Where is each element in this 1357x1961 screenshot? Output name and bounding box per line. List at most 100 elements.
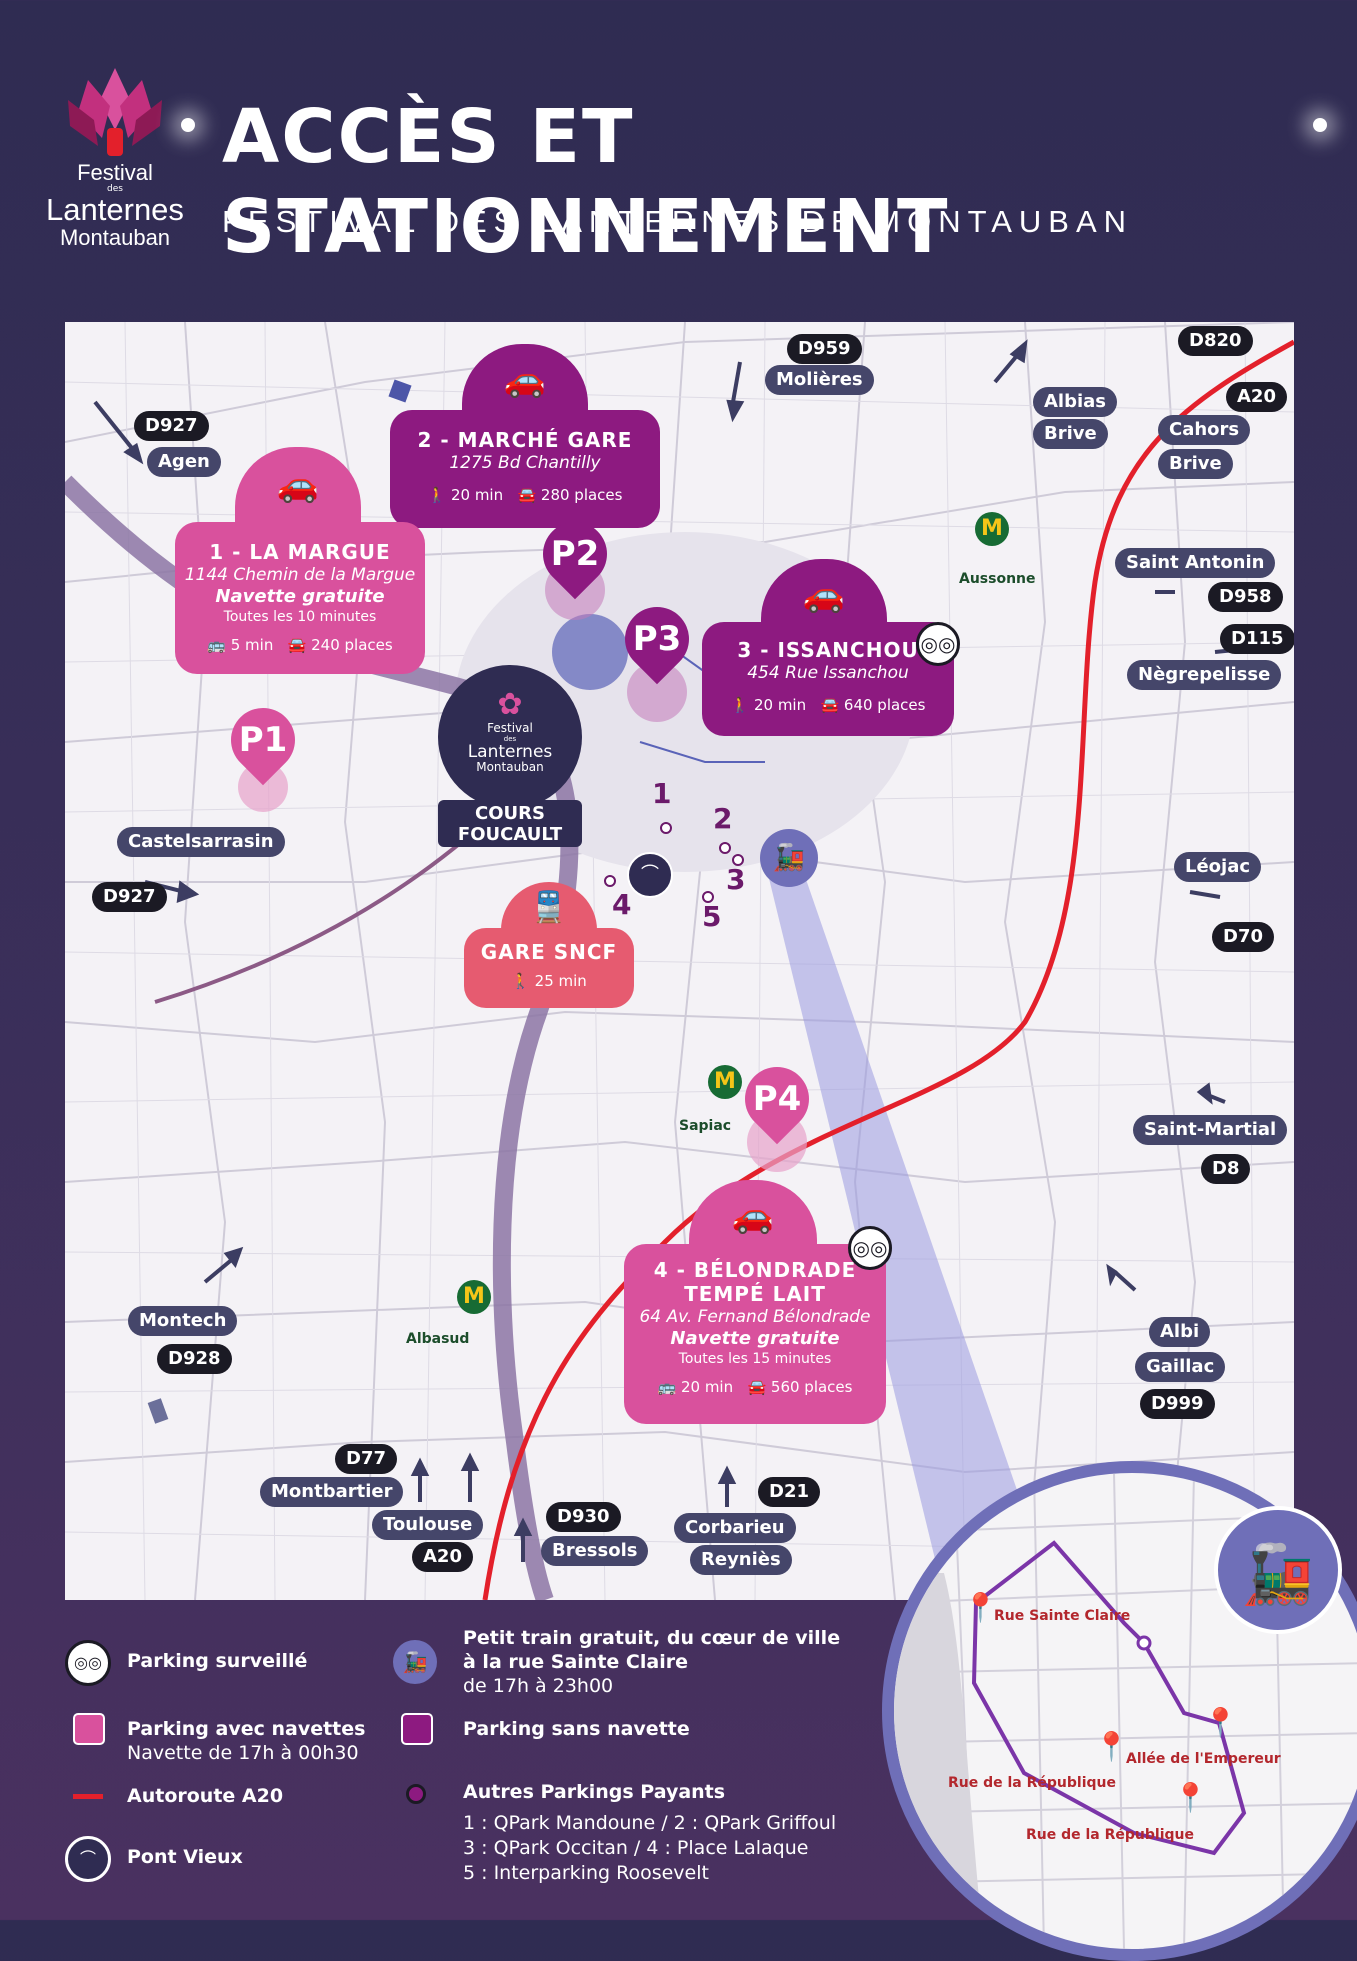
petit-train-icon[interactable]: 🚂 bbox=[760, 829, 818, 887]
parking-4-pin[interactable]: P4 bbox=[731, 1053, 823, 1145]
map-pin-icon: 📍 bbox=[1203, 1706, 1238, 1739]
pont-vieux-bridge-icon: ⌒ bbox=[627, 852, 673, 898]
star-glow bbox=[1313, 118, 1327, 132]
walk-icon: 🚶 bbox=[511, 972, 530, 990]
mcdonalds-icon: M bbox=[457, 1280, 491, 1314]
road-label-a20-south: A20 bbox=[412, 1542, 473, 1572]
road-label-cahors: Cahors bbox=[1158, 415, 1251, 445]
car-icon: 🚘 bbox=[287, 636, 307, 654]
map-pin-icon: 📍 bbox=[1173, 1781, 1208, 1814]
place-label-sapiac: Sapiac bbox=[679, 1118, 732, 1134]
venue-logo-circle[interactable]: ✿ Festival des Lanternes Montauban bbox=[438, 665, 582, 809]
binoculars-icon: ◎◎ bbox=[848, 1226, 892, 1270]
parking-2-pin[interactable]: P2 bbox=[529, 508, 621, 600]
parking-3-pin[interactable]: P3 bbox=[611, 593, 703, 685]
logo-line-des: des bbox=[107, 184, 123, 194]
road-label-d927-west: D927 bbox=[92, 882, 167, 912]
legend-autres-3: 5 : Interparking Roosevelt bbox=[463, 1862, 709, 1884]
legend-autres-parkings: Autres Parkings Payants bbox=[463, 1781, 726, 1803]
road-label-saint-martial: Saint-Martial bbox=[1133, 1115, 1288, 1145]
road-label-d115: D115 bbox=[1220, 624, 1294, 654]
venue-name-line2: FOUCAULT bbox=[457, 824, 563, 845]
road-label-d958: D958 bbox=[1208, 582, 1283, 612]
parking-3-card[interactable]: 3 - ISSANCHOU 454 Rue Issanchou 🚶 20 min… bbox=[702, 622, 954, 736]
road-label-d21: D21 bbox=[758, 1477, 820, 1507]
parking-4-address: 64 Av. Fernand Bélondrade bbox=[639, 1307, 871, 1327]
gare-info-row: 🚶 25 min bbox=[464, 970, 634, 992]
road-label-leojac: Léojac bbox=[1174, 852, 1262, 882]
walk-icon: 🚶 bbox=[427, 486, 447, 504]
inset-label-rue-republique-2: Rue de la République bbox=[1026, 1827, 1194, 1843]
legend-autoroute: Autoroute A20 bbox=[127, 1785, 284, 1807]
petit-train-icon: 🚂 bbox=[393, 1640, 437, 1684]
page-title: ACCÈS ET STATIONNEMENT bbox=[222, 94, 950, 270]
pont-vieux-bridge-icon: ⌒ bbox=[65, 1836, 111, 1882]
road-label-d927: D927 bbox=[134, 411, 209, 441]
road-label-montbartier: Montbartier bbox=[260, 1477, 404, 1507]
parking-1-shuttle: Navette gratuite bbox=[215, 586, 385, 607]
paid-parking-number-1: 1 bbox=[652, 777, 672, 810]
venue-logo-line2: des bbox=[503, 735, 517, 743]
parking-1-info-row: 🚌 5 min 🚘 240 places bbox=[175, 634, 425, 656]
car-icon: 🚘 bbox=[747, 1378, 767, 1396]
parking-4-info-row: 🚌 20 min 🚘 560 places bbox=[624, 1376, 886, 1398]
logo-line-lanternes: Lanternes bbox=[46, 192, 184, 227]
legend-parking-navettes: Parking avec navettes bbox=[127, 1718, 366, 1740]
car-icon: 🚗 bbox=[731, 1196, 775, 1236]
parking-2-pin-label: P2 bbox=[550, 534, 600, 574]
car-icon: 🚗 bbox=[503, 360, 547, 400]
festival-logo: Festival des Lanternes Montauban bbox=[40, 60, 190, 260]
parking-1-title: 1 - LA MARGUE bbox=[209, 540, 391, 564]
road-label-d928: D928 bbox=[157, 1344, 232, 1374]
parking-2-info-row: 🚶 20 min 🚘 280 places bbox=[390, 484, 660, 506]
car-icon: 🚘 bbox=[820, 696, 840, 714]
parking-1-time: 5 min bbox=[230, 636, 274, 654]
road-label-corbarieu: Corbarieu bbox=[674, 1513, 796, 1543]
map-area[interactable]: D959 Molières D820 Albias Brive A20 Caho… bbox=[65, 322, 1294, 1600]
venue-name-line1: COURS bbox=[475, 803, 545, 824]
gare-dome: 🚆 bbox=[501, 882, 597, 932]
mcdonalds-icon: M bbox=[708, 1065, 742, 1099]
venue-logo-line4: Montauban bbox=[476, 760, 544, 774]
paid-parking-number-5: 5 bbox=[702, 900, 722, 933]
bus-icon: 🚌 bbox=[657, 1378, 677, 1396]
bus-icon: 🚌 bbox=[207, 636, 226, 654]
parking-4-shuttle: Navette gratuite bbox=[670, 1328, 840, 1349]
parking-4-card[interactable]: 4 - BÉLONDRADE TEMPÉ LAIT 64 Av. Fernand… bbox=[624, 1244, 886, 1424]
road-label-negrepelisse: Nègrepelisse bbox=[1127, 660, 1282, 690]
parking-4-frequency: Toutes les 15 minutes bbox=[678, 1351, 832, 1367]
parking-4-places: 560 places bbox=[770, 1378, 853, 1396]
page-subtitle: FESTIVAL DES LANTERNES DE MONTAUBAN bbox=[222, 204, 1134, 239]
lantern-flower-icon: ✿ bbox=[497, 687, 523, 722]
parking-2-address: 1275 Bd Chantilly bbox=[449, 453, 601, 473]
legend-autres-2: 3 : QPark Occitan / 4 : Place Lalaque bbox=[463, 1837, 809, 1859]
paid-parking-dot bbox=[719, 842, 731, 854]
place-label-aussonne: Aussonne bbox=[959, 571, 1036, 587]
parking-1-pin-label: P1 bbox=[238, 720, 288, 760]
parking-1-card[interactable]: 1 - LA MARGUE 1144 Chemin de la Margue N… bbox=[175, 522, 425, 674]
road-label-castelsarrasin: Castelsarrasin bbox=[117, 827, 285, 857]
car-icon: 🚗 bbox=[802, 575, 846, 615]
road-label-d959: D959 bbox=[787, 334, 862, 364]
paid-parking-dot bbox=[660, 822, 672, 834]
parking-1-pin[interactable]: P1 bbox=[217, 694, 309, 786]
gare-title: GARE SNCF bbox=[480, 940, 618, 964]
road-label-d77: D77 bbox=[335, 1444, 397, 1474]
parking-4-pin-label: P4 bbox=[752, 1079, 802, 1119]
road-label-brive: Brive bbox=[1158, 449, 1233, 479]
road-label-d820: D820 bbox=[1178, 326, 1253, 356]
parking-2-card[interactable]: 2 - MARCHÉ GARE 1275 Bd Chantilly 🚶 20 m… bbox=[390, 410, 660, 528]
venue-name-box: COURS FOUCAULT bbox=[438, 800, 582, 847]
mcdonalds-icon: M bbox=[975, 512, 1009, 546]
parking-1-frequency: Toutes les 10 minutes bbox=[223, 609, 377, 625]
legend-navettes-hours: Navette de 17h à 00h30 bbox=[127, 1742, 359, 1764]
paid-parking-dot bbox=[732, 854, 744, 866]
road-label-toulouse: Toulouse bbox=[372, 1510, 484, 1540]
walk-icon: 🚶 bbox=[730, 696, 750, 714]
parking-3-address: 454 Rue Issanchou bbox=[747, 663, 909, 683]
gare-time: 25 min bbox=[534, 972, 587, 990]
road-label-molieres: Molières bbox=[765, 365, 874, 395]
map-pin-icon: 📍 bbox=[963, 1591, 998, 1624]
gare-sncf-card[interactable]: GARE SNCF 🚶 25 min bbox=[464, 928, 634, 1008]
lantern-flower-icon bbox=[68, 68, 162, 156]
